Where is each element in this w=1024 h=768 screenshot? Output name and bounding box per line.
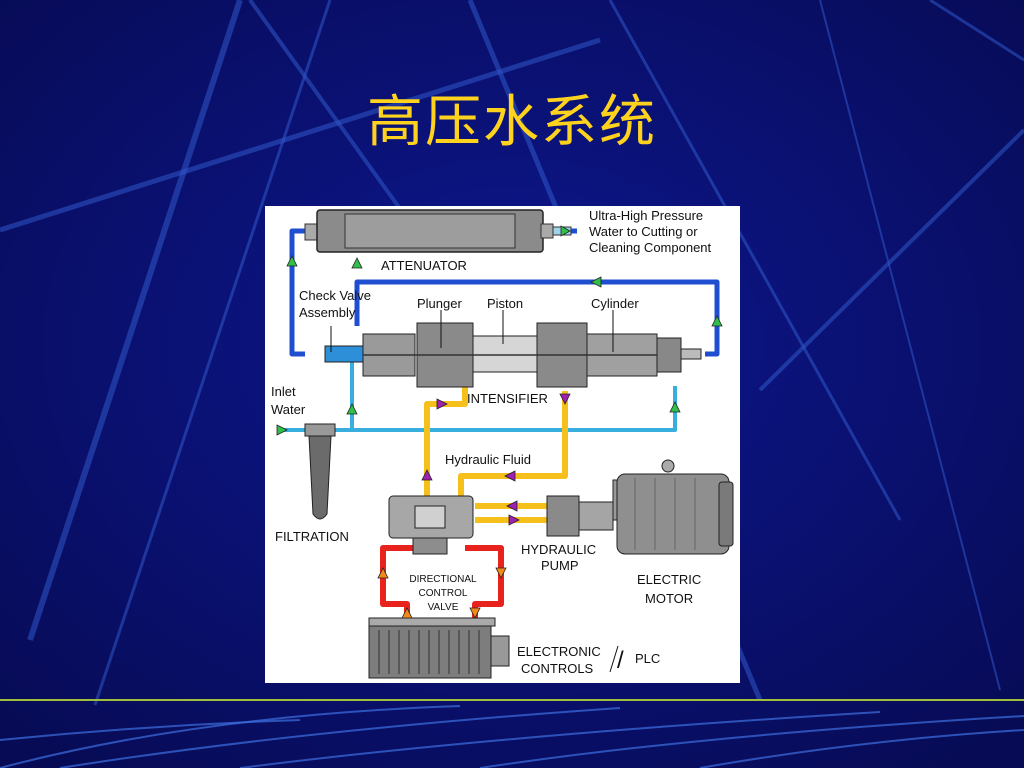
- controls-slash: /: [617, 647, 624, 674]
- directional-control-valve: [388, 495, 474, 555]
- filtration-label: FILTRATION: [275, 529, 349, 544]
- hydraulic-fluid-label: Hydraulic Fluid: [445, 452, 531, 467]
- intensifier: [324, 322, 702, 388]
- piston-label: Piston: [487, 296, 523, 311]
- attenuator: [304, 209, 572, 253]
- leader-lines: [330, 310, 619, 673]
- electronic-controls-label-line-2: CONTROLS: [521, 661, 594, 676]
- high-pressure-water-diagram: Ultra-High Pressure Water to Cutting or …: [265, 206, 740, 683]
- hydraulic-pump-label-line-2: PUMP: [541, 558, 579, 573]
- dcv-label-line-1: DIRECTIONAL: [409, 574, 477, 585]
- cylinder-label: Cylinder: [591, 296, 639, 311]
- output-label-line-2: Water to Cutting or: [589, 224, 698, 239]
- flow-arrows: [276, 225, 723, 619]
- filter-housing: [304, 423, 336, 520]
- attenuator-label: ATTENUATOR: [381, 258, 467, 273]
- inlet-water-label-line-2: Water: [271, 402, 306, 417]
- electric-motor-label-line-1: ELECTRIC: [637, 572, 701, 587]
- plc-label: PLC: [635, 651, 660, 666]
- hydraulic-pump: [546, 495, 614, 537]
- electronic-controls-rack: [368, 617, 510, 679]
- output-label-line-3: Cleaning Component: [589, 240, 712, 255]
- check-valve-label-line-1: Check Valve: [299, 288, 371, 303]
- dcv-label-line-3: VALVE: [428, 602, 459, 613]
- dcv-label-line-2: CONTROL: [419, 588, 468, 599]
- electronic-controls-label-line-1: ELECTRONIC: [517, 644, 601, 659]
- plunger-label: Plunger: [417, 296, 462, 311]
- electric-motor-label-line-2: MOTOR: [645, 591, 693, 606]
- output-label-line-1: Ultra-High Pressure: [589, 208, 703, 223]
- intensifier-label: INTENSIFIER: [467, 391, 548, 406]
- check-valve-label-line-2: Assembly: [299, 305, 356, 320]
- hydraulic-pump-label-line-1: HYDRAULIC: [521, 542, 596, 557]
- inlet-water-label-line-1: Inlet: [271, 384, 296, 399]
- slide-title: 高压水系统: [367, 90, 657, 155]
- electric-motor: [612, 459, 734, 555]
